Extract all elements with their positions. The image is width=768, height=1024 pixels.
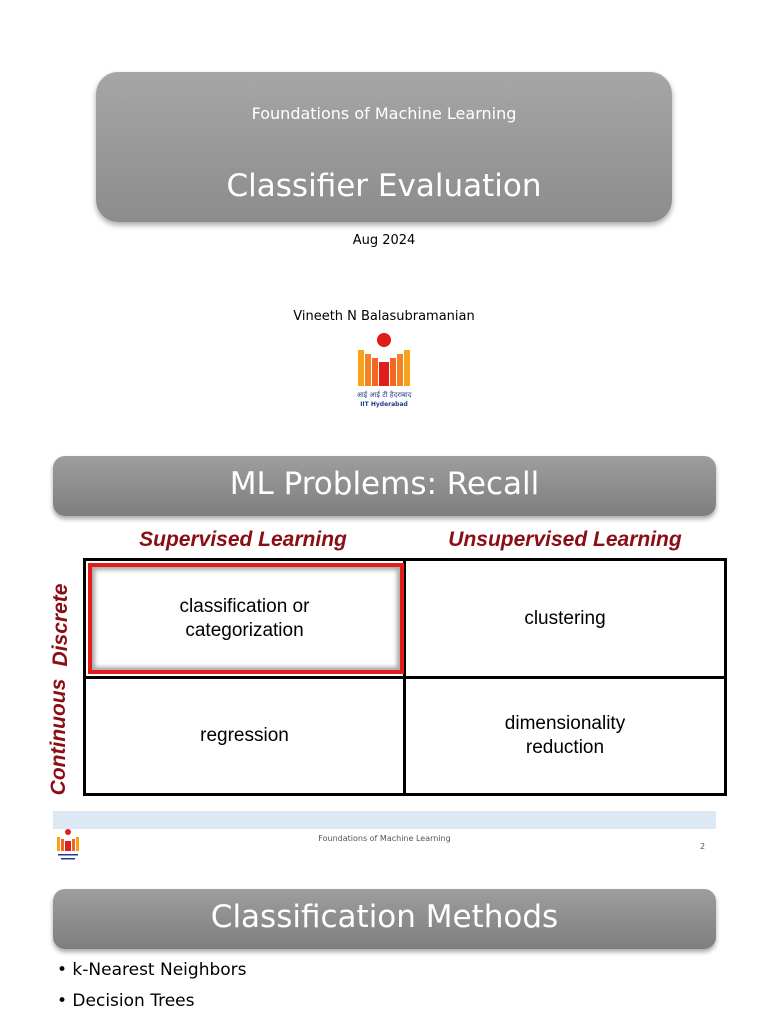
logo-caption-hindi: आई आई टी हैदराबाद xyxy=(356,391,412,399)
column-header-supervised: Supervised Learning xyxy=(139,528,347,551)
author-name: Vineeth N Balasubramanian xyxy=(293,309,475,324)
highlighted-cell-border xyxy=(88,563,404,674)
bullet-knn: • k-Nearest Neighbors xyxy=(57,960,247,980)
cell-clustering: clustering xyxy=(524,607,606,629)
slide3-title: Classification Methods xyxy=(210,899,559,935)
slide3-header-bar xyxy=(53,889,716,949)
footer-band xyxy=(53,811,716,829)
cell-dimensionality-reduction: dimensionality reduction xyxy=(504,713,626,758)
title-banner xyxy=(96,72,672,222)
bullet-decision-trees: • Decision Trees xyxy=(57,991,195,1011)
slide2-title: ML Problems: Recall xyxy=(229,466,540,502)
course-subtitle: Foundations of Machine Learning xyxy=(251,104,517,123)
lecture-date: Aug 2024 xyxy=(352,233,416,248)
iit-hyderabad-logo-icon xyxy=(358,333,410,386)
column-header-unsupervised: Unsupervised Learning xyxy=(448,528,682,551)
table-divider-horizontal xyxy=(83,676,727,679)
footer-course-name: Foundations of Machine Learning xyxy=(318,834,451,843)
logo-caption-english: IIT Hyderabad xyxy=(360,401,408,408)
lecture-title: Classifier Evaluation xyxy=(226,168,542,204)
cell-regression: regression xyxy=(200,725,289,746)
slide2-header-bar xyxy=(53,456,716,516)
cell-classification: classification or categorization xyxy=(179,595,310,641)
page-number: 2 xyxy=(700,842,706,851)
row-header-continuous: Continuous xyxy=(47,678,70,796)
footer-logo-icon xyxy=(57,829,79,860)
